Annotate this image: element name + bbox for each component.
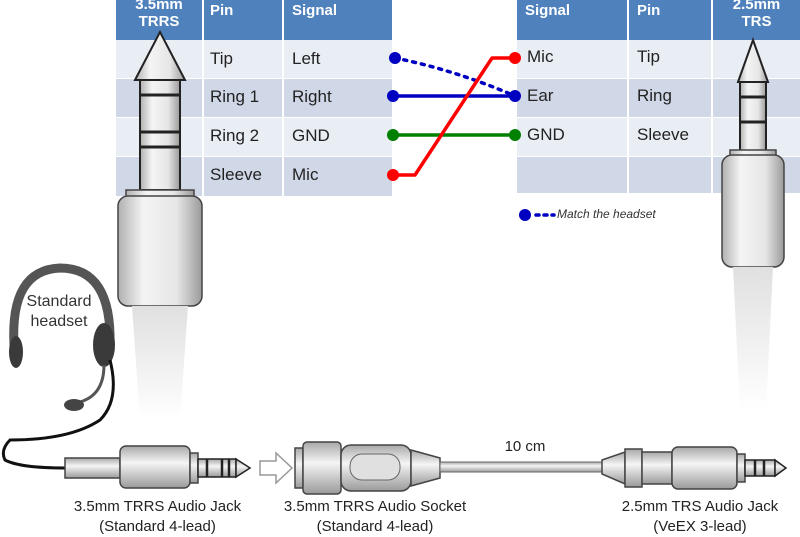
trrs-socket-icon bbox=[294, 441, 441, 495]
left-pin-header: Pin bbox=[202, 0, 282, 40]
headset-label-line2: headset bbox=[30, 313, 88, 330]
caption-trs-jack: 2.5mm TRS Audio Jack (VeEX 3-lead) bbox=[605, 497, 795, 537]
caption-trrs-socket: 3.5mm TRRS Audio Socket (Standard 4-lead… bbox=[270, 497, 480, 537]
left-signal-header: Signal bbox=[284, 0, 392, 40]
right-trs-plug-icon bbox=[721, 37, 785, 410]
bottom-trrs-jack-icon bbox=[64, 445, 252, 489]
legend-label: Match the headset bbox=[557, 207, 656, 221]
right-signal-mic: Mic bbox=[527, 47, 554, 66]
left-signal-gnd: GND bbox=[292, 126, 330, 145]
right-signal-header: Signal bbox=[517, 0, 627, 40]
left-signal-left: Left bbox=[292, 49, 321, 68]
caption-line1: 3.5mm TRRS Audio Jack bbox=[73, 498, 242, 515]
dotted-blue-wire bbox=[393, 56, 517, 98]
caption-line2: (Standard 4-lead) bbox=[316, 518, 434, 535]
arrow-right-icon bbox=[259, 451, 294, 485]
right-pin-ring: Ring bbox=[637, 86, 672, 105]
wire-connections bbox=[387, 52, 521, 181]
wire-endpoint bbox=[389, 52, 401, 64]
left-pin-ring1: Ring 1 bbox=[210, 87, 260, 106]
right-signal-gnd: GND bbox=[527, 125, 565, 144]
right-signal-ear: Ear bbox=[527, 86, 554, 105]
headset-icon bbox=[1, 263, 115, 470]
left-trrs-plug-icon bbox=[117, 29, 203, 420]
left-signal-mic: Mic bbox=[292, 165, 319, 184]
right-pin-header: Pin bbox=[629, 0, 711, 40]
right-pin-tip: Tip bbox=[637, 47, 660, 66]
caption-line2: (VeEX 3-lead) bbox=[653, 518, 747, 535]
caption-line1: 2.5mm TRS Audio Jack bbox=[621, 498, 779, 515]
cable bbox=[439, 461, 603, 473]
right-jack-header: 2.5mm TRS bbox=[713, 0, 800, 40]
caption-trrs-jack: 3.5mm TRRS Audio Jack (Standard 4-lead) bbox=[50, 497, 265, 537]
left-signal-right: Right bbox=[292, 87, 332, 106]
left-pin-tip: Tip bbox=[210, 49, 233, 68]
left-pin-ring2: Ring 2 bbox=[210, 126, 260, 145]
left-pin-sleeve: Sleeve bbox=[210, 165, 262, 184]
headset-label-line1: Standard bbox=[26, 293, 92, 310]
red-wire bbox=[393, 56, 515, 177]
cable-length-label: 10 cm bbox=[504, 438, 546, 455]
caption-line1: 3.5mm TRRS Audio Socket bbox=[283, 498, 467, 515]
caption-line2: (Standard 4-lead) bbox=[99, 518, 216, 535]
right-pin-sleeve: Sleeve bbox=[637, 125, 689, 144]
legend-dotted-blue-icon bbox=[519, 209, 556, 221]
bottom-trs-jack-icon bbox=[601, 446, 788, 490]
headset-label: Standard headset bbox=[14, 292, 104, 332]
